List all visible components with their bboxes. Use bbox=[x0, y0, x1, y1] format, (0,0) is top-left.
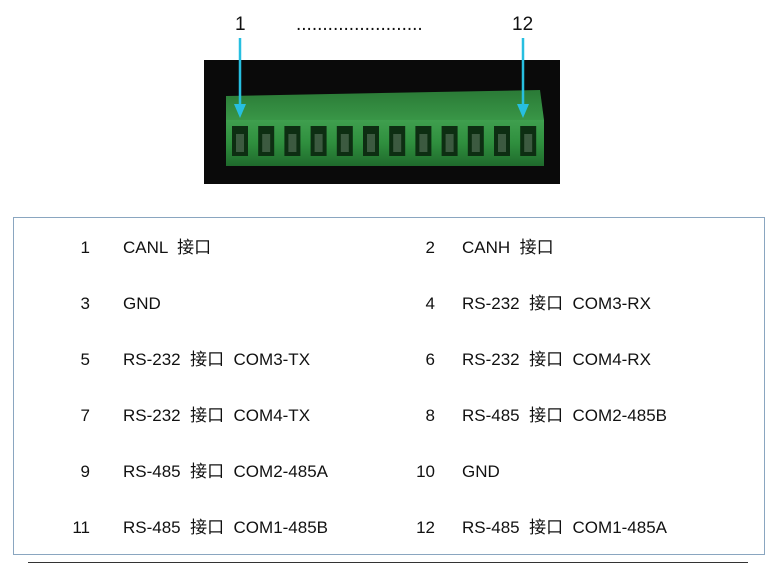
pin-number: 10 bbox=[416, 462, 435, 481]
terminal-screw bbox=[524, 134, 533, 152]
pin-1-arrow-icon bbox=[234, 60, 246, 118]
ellipsis-dots: ........................ bbox=[296, 14, 423, 35]
terminal-screw bbox=[498, 134, 506, 152]
pin-arrows bbox=[234, 60, 529, 118]
terminal-block-photo bbox=[204, 60, 560, 184]
terminal-screw bbox=[419, 134, 428, 152]
pin-1-label: 1 bbox=[235, 14, 246, 35]
pin-number: 3 bbox=[80, 294, 90, 313]
pin-number: 4 bbox=[425, 294, 435, 313]
pin-12-label: 12 bbox=[512, 14, 534, 35]
terminal-screw bbox=[445, 134, 454, 152]
terminal-block-drawing bbox=[226, 60, 544, 166]
pin-number: 6 bbox=[425, 350, 435, 369]
pin-description: RS-485 接口 COM2-485B bbox=[462, 406, 668, 425]
pin-description: CANH 接口 bbox=[462, 238, 554, 257]
pin-description: RS-232 接口 COM3-TX bbox=[123, 350, 311, 369]
terminal-screw bbox=[471, 134, 480, 152]
connector-top-face bbox=[226, 90, 544, 122]
terminal-screw bbox=[262, 134, 271, 152]
pin-description: GND bbox=[123, 294, 161, 313]
pin-number: 11 bbox=[72, 518, 90, 537]
pin-description: RS-485 接口 COM1-485B bbox=[123, 518, 329, 537]
pin-description: CANL 接口 bbox=[123, 238, 212, 257]
pin-number: 2 bbox=[425, 238, 435, 257]
pin-number: 7 bbox=[80, 406, 90, 425]
pin-number: 8 bbox=[425, 406, 435, 425]
terminal-screw bbox=[314, 134, 323, 152]
connector-front-face bbox=[226, 120, 544, 166]
pin-number: 9 bbox=[80, 462, 90, 481]
pin-description: GND bbox=[462, 462, 500, 481]
pin-description: RS-485 接口 COM2-485A bbox=[123, 462, 329, 481]
pin-number: 5 bbox=[80, 350, 90, 369]
pin-description: RS-232 接口 COM4-RX bbox=[462, 350, 651, 369]
terminal-screw bbox=[288, 134, 297, 152]
pin-description: RS-232 接口 COM3-RX bbox=[462, 294, 651, 313]
pin-description: RS-232 接口 COM4-TX bbox=[123, 406, 311, 425]
pin-12-arrow-icon bbox=[517, 60, 529, 118]
pin-number: 1 bbox=[80, 238, 90, 257]
bottom-divider bbox=[28, 562, 748, 563]
terminal-screw bbox=[340, 134, 349, 152]
terminal-screw bbox=[367, 134, 375, 152]
terminal-screw bbox=[393, 134, 402, 152]
pin-description: RS-485 接口 COM1-485A bbox=[462, 518, 668, 537]
terminal-slots bbox=[232, 126, 537, 156]
pin-number: 12 bbox=[416, 518, 435, 537]
terminal-screw bbox=[236, 134, 244, 152]
